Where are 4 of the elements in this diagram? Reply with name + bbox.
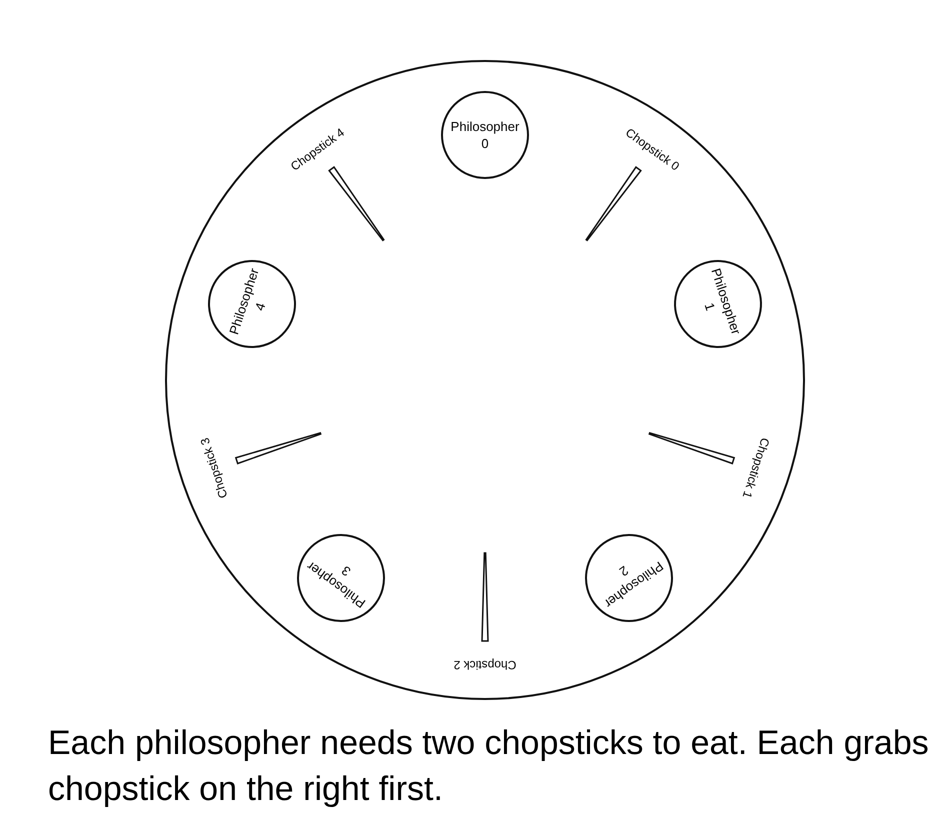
chopstick-label: Chopstick 2 (454, 658, 516, 672)
philosopher-label: Philosopher 0 (450, 118, 520, 152)
caption: Each philosopher needs two chopsticks to eat. Each grabs chopstick on the right first. (48, 723, 930, 810)
table-circle (165, 60, 805, 700)
